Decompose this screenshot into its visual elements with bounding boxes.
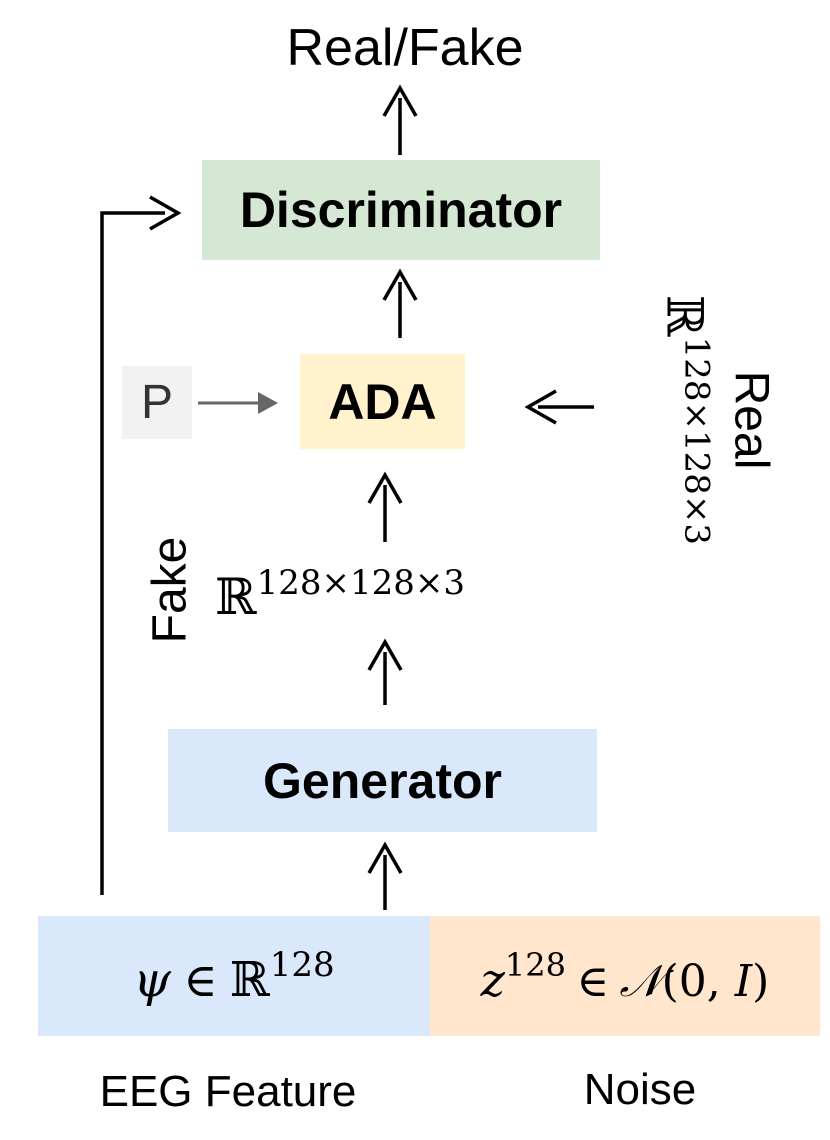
noise-params: (0, [661,955,735,1007]
arrow-real-to-ada [524,389,594,425]
generator-block: Generator [168,729,597,832]
p-block: P [122,366,192,439]
real-label: Real [724,370,778,470]
real-input-label-group: Real ℝ128×128×3 [590,250,830,590]
ada-block: ADA [300,354,465,449]
fake-space-symbol: ℝ [215,568,257,626]
fake-space: ℝ128×128×3 [215,548,465,645]
noise-relation: ∈ [576,955,610,1007]
arrow-ada-to-discriminator [382,268,418,338]
noise-distribution: 𝒩 [619,955,662,1007]
real-space-symbol: ℝ [655,295,714,337]
arrow-generator-to-fake [367,638,403,705]
noise-block: z128 ∈ 𝒩(0, I) [430,916,820,1036]
noise-symbol: z [480,952,505,1007]
eeg-space-symbol: ℝ [229,951,270,1008]
eeg-feature-caption: EEG Feature [99,1067,357,1116]
noise-caption: Noise [583,1065,697,1114]
fake-label-wrap: Fake [140,520,200,660]
output-label: Real/Fake [286,19,524,77]
fake-label: Fake [143,536,197,644]
fake-space-dims: 128×128×3 [256,563,465,603]
generator-label: Generator [263,752,502,809]
eeg-feature-block: ψ ∈ ℝ128 [38,916,430,1036]
noise-symbol-exponent: 128 [504,945,566,984]
eeg-symbol: ψ [133,951,171,1008]
discriminator-block: Discriminator [202,160,600,260]
ada-label: ADA [328,373,437,430]
noise-params-close: ) [752,955,770,1007]
p-label: P [140,376,173,429]
arrow-p-to-ada [198,392,278,414]
eeg-space-exponent: 128 [269,944,335,985]
arrow-fake-to-ada [367,471,403,542]
discriminator-label: Discriminator [239,182,563,238]
eeg-relation: ∈ [183,952,218,1007]
real-space-dims: 128×128×3 [676,336,717,545]
arrow-discriminator-to-output [382,84,418,155]
noise-params-var: I [734,955,753,1007]
arrow-eeg-to-discriminator [100,195,182,895]
arrow-inputs-to-generator [367,841,403,910]
